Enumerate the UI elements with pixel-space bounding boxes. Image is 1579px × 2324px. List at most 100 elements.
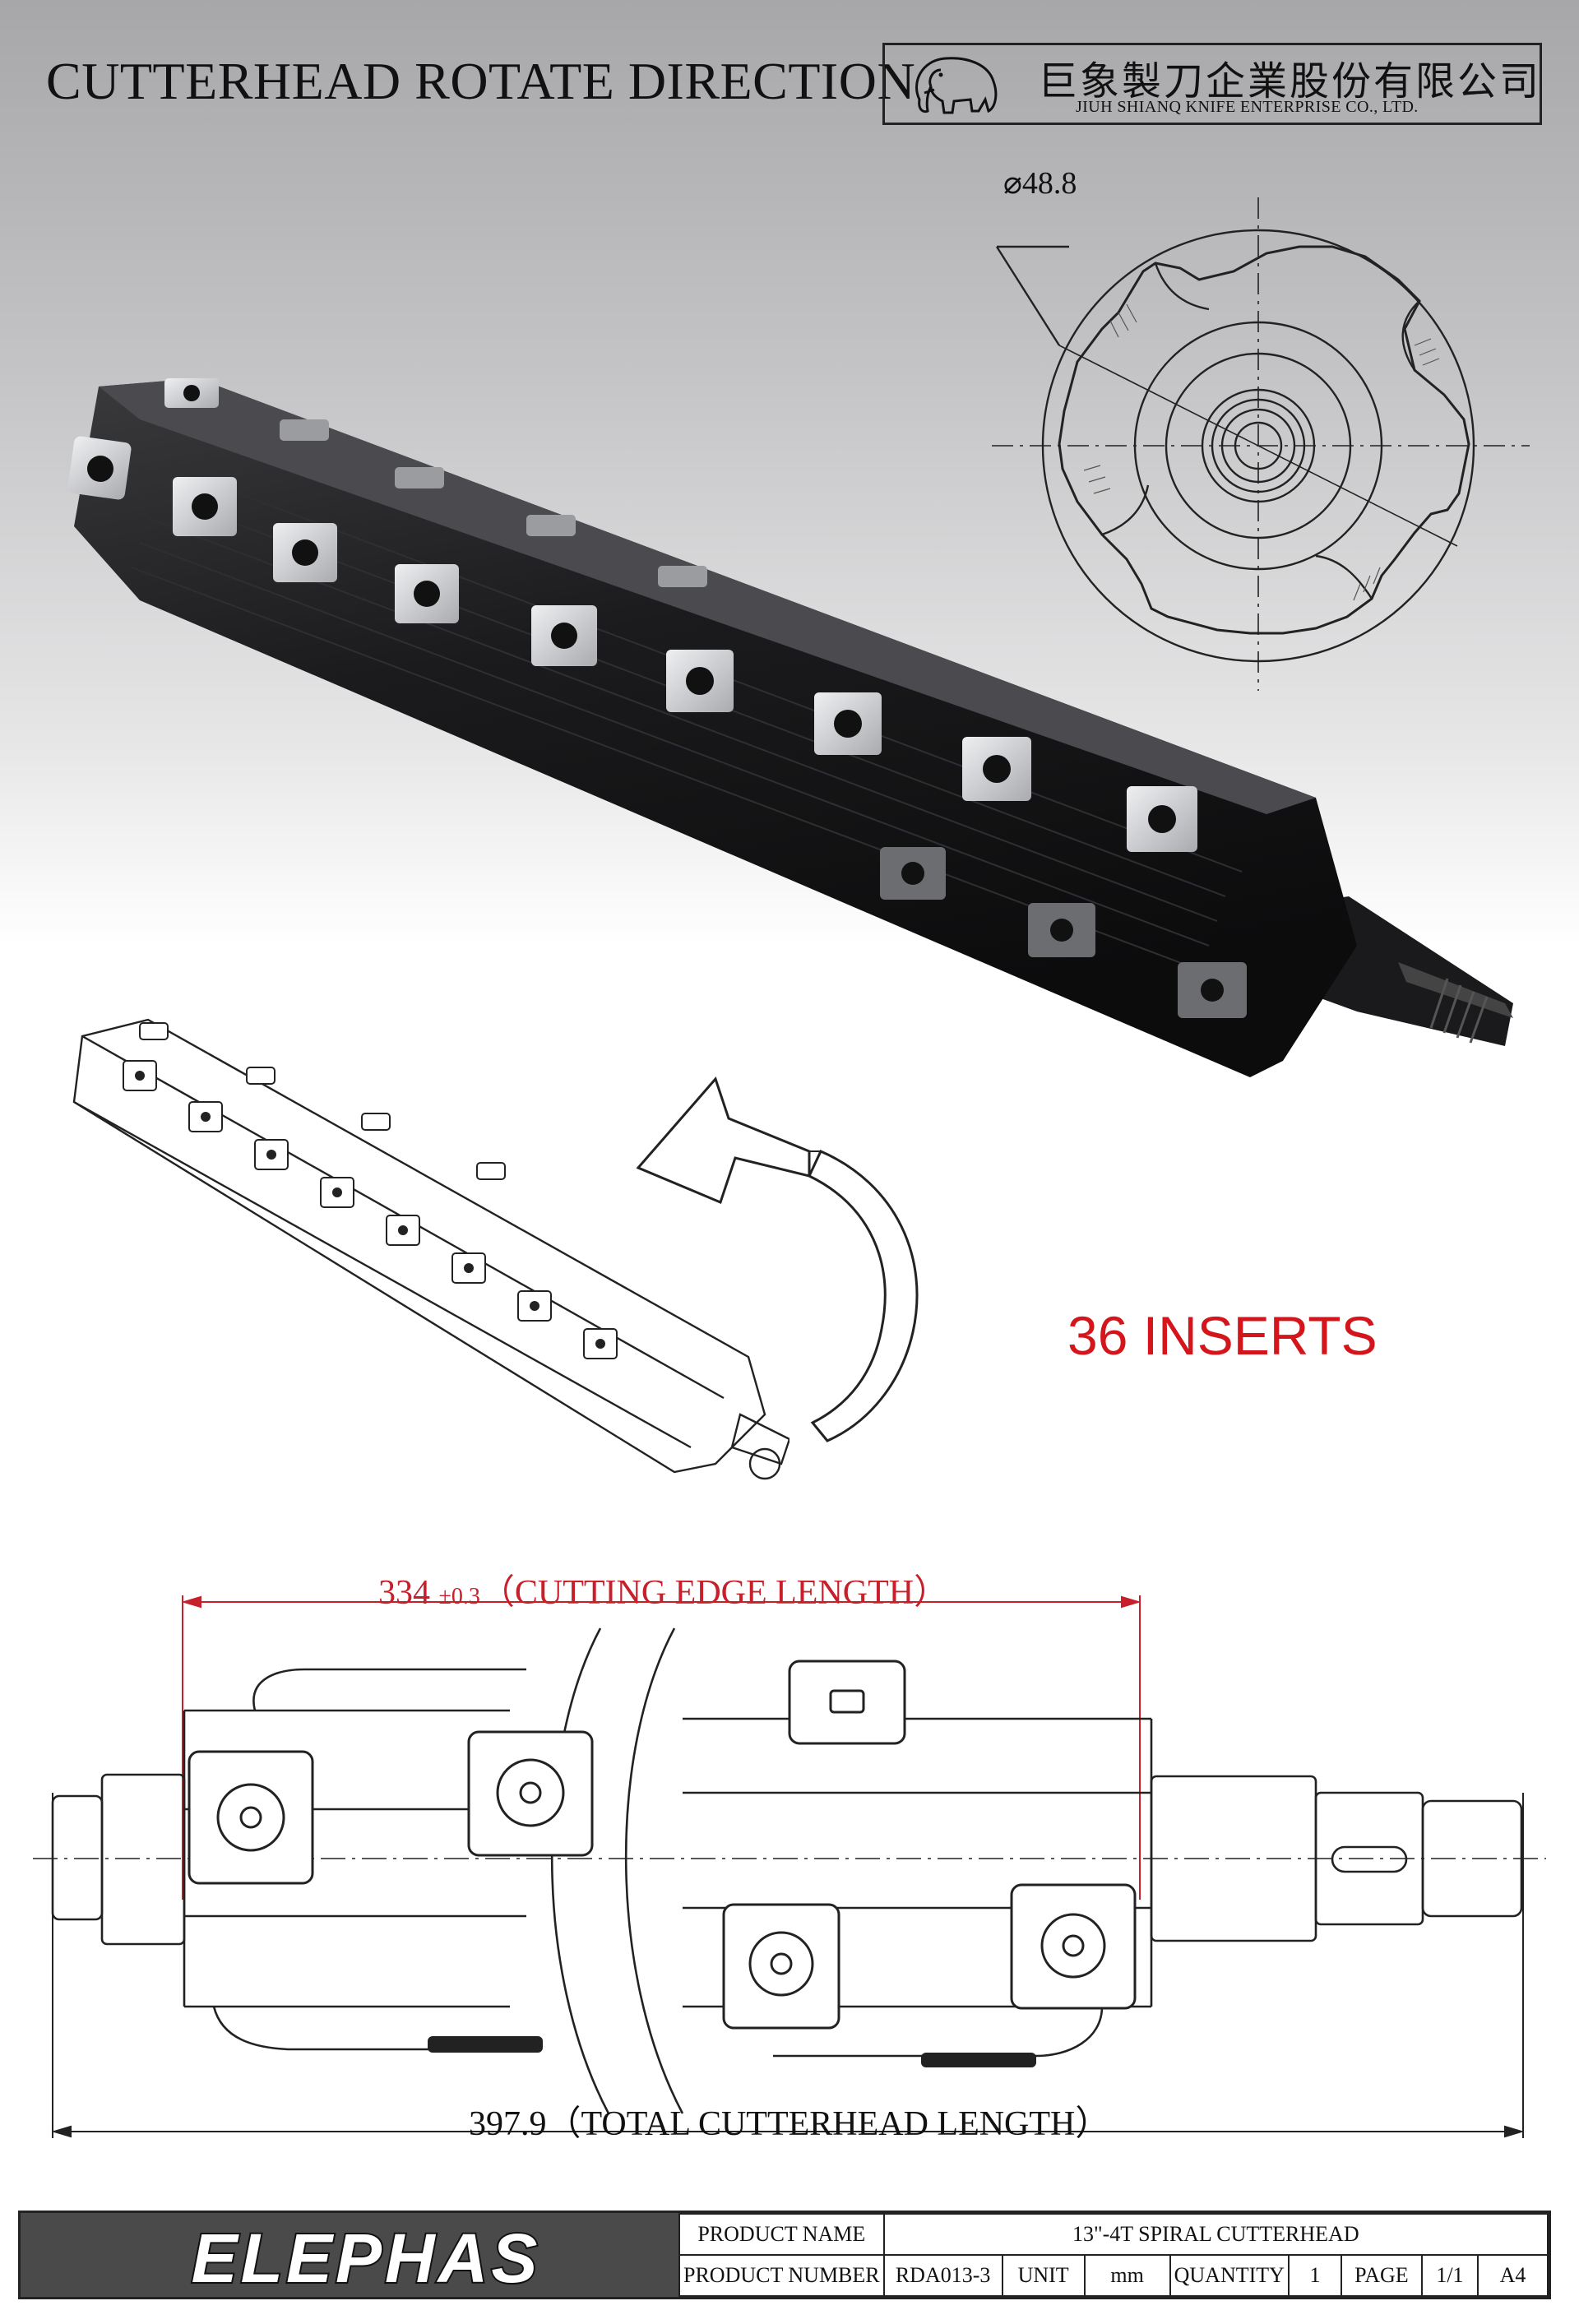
flute-1 bbox=[1154, 262, 1210, 311]
line-insert bbox=[361, 1113, 391, 1131]
line-insert bbox=[246, 1067, 276, 1085]
torx-screw-icon bbox=[292, 539, 318, 566]
cutting-dimension bbox=[181, 1595, 1141, 1900]
unit-label: UNIT bbox=[1001, 2254, 1086, 2297]
title-table: PRODUCT NAME 13"-4T SPIRAL CUTTERHEAD PR… bbox=[678, 2213, 1549, 2297]
shaft-thread bbox=[1429, 978, 1489, 1044]
cutterhead-body bbox=[74, 378, 1357, 1077]
drawing-inserts bbox=[188, 1660, 1137, 2030]
cutting-value: 334 bbox=[378, 1574, 430, 1612]
torx-screw-icon bbox=[983, 755, 1011, 783]
torx-screw-icon bbox=[770, 1952, 793, 1975]
unit-value: mm bbox=[1083, 2254, 1171, 2297]
torx-screw-icon bbox=[239, 1806, 262, 1829]
brand-cell: ELEPHAS bbox=[21, 2213, 678, 2297]
diameter-label: ⌀48.8 bbox=[1003, 166, 1077, 201]
left-body-outline bbox=[183, 1709, 510, 2008]
brand-logo: ELEPHAS bbox=[190, 2218, 541, 2294]
bottom-insert-row bbox=[880, 847, 1247, 1018]
hatch-4 bbox=[1083, 465, 1111, 494]
right-bottom-flute bbox=[773, 2006, 1104, 2058]
cross-section-view bbox=[987, 197, 1530, 691]
torx-screw-icon bbox=[901, 862, 924, 885]
hatch-3 bbox=[1353, 567, 1381, 601]
left-top-flute bbox=[252, 1668, 526, 1711]
insert bbox=[531, 605, 597, 666]
line-insert-row bbox=[123, 1022, 618, 1359]
diameter-leader-line bbox=[995, 246, 1061, 346]
rotate-direction-arrow-icon bbox=[636, 1076, 919, 1442]
insert bbox=[526, 515, 576, 536]
line-screws bbox=[135, 1071, 605, 1349]
left-shaft-end bbox=[51, 1794, 104, 1921]
insert bbox=[666, 650, 734, 712]
left-shaft-collar bbox=[100, 1773, 186, 1946]
flute-3 bbox=[1315, 554, 1373, 600]
cutterhead-render bbox=[67, 378, 1513, 1077]
line-shaft-end bbox=[748, 1447, 781, 1480]
page-value: 1/1 bbox=[1420, 2254, 1479, 2297]
page-label: PAGE bbox=[1340, 2254, 1423, 2297]
product-number-label: PRODUCT NUMBER bbox=[678, 2254, 885, 2297]
torx-screw-icon bbox=[183, 385, 200, 401]
cutting-edge-length-label: 334 ±0.3（CUTTING EDGE LENGTH） bbox=[378, 1564, 948, 1614]
drawing-insert bbox=[467, 1730, 594, 1857]
top-insert-row bbox=[164, 378, 707, 587]
torx-screw-icon bbox=[519, 1781, 542, 1804]
torx-screw-icon bbox=[192, 493, 218, 520]
line-insert bbox=[139, 1022, 169, 1040]
insert bbox=[962, 737, 1031, 801]
torx-screw-icon bbox=[829, 1689, 865, 1714]
flute-4 bbox=[1101, 484, 1150, 536]
insert bbox=[173, 477, 237, 536]
company-header-box: 巨象製刀企業股份有限公司 JIUH SHIANQ KNIFE ENTERPRIS… bbox=[882, 43, 1542, 125]
dimension-drawing bbox=[33, 1595, 1546, 2138]
left-bottom-flute bbox=[212, 2006, 526, 2051]
quantity-label: QUANTITY bbox=[1169, 2254, 1290, 2297]
total-length-label: 397.9（TOTAL CUTTERHEAD LENGTH） bbox=[469, 2105, 1110, 2143]
product-number-value: RDA013-3 bbox=[882, 2254, 1003, 2297]
torx-screw-icon bbox=[1201, 979, 1224, 1002]
torx-screw-icon bbox=[1062, 1934, 1085, 1957]
insert bbox=[1028, 903, 1095, 957]
line-shaft bbox=[730, 1413, 790, 1465]
insert bbox=[658, 566, 707, 587]
drawing-insert bbox=[188, 1750, 314, 1885]
torx-screw-icon bbox=[834, 710, 862, 738]
drawing-insert bbox=[722, 1903, 840, 2030]
line-edge-2 bbox=[73, 1100, 692, 1449]
line-insert bbox=[476, 1162, 506, 1180]
company-name-chinese: 巨象製刀企業股份有限公司 bbox=[1038, 58, 1542, 104]
quantity-value: 1 bbox=[1287, 2254, 1342, 2297]
paper-size: A4 bbox=[1476, 2254, 1549, 2297]
company-name-english: JIUH SHIANQ KNIFE ENTERPRISE CO., LTD. bbox=[1076, 98, 1419, 116]
break-line-left bbox=[550, 1627, 610, 2114]
cutting-text: （CUTTING EDGE LENGTH） bbox=[479, 1574, 949, 1612]
elephant-logo-icon bbox=[915, 57, 998, 114]
insert bbox=[280, 419, 329, 441]
title-block: ELEPHAS PRODUCT NAME 13"-4T SPIRAL CUTTE… bbox=[18, 2211, 1551, 2299]
insert bbox=[880, 847, 946, 900]
insert bbox=[395, 467, 444, 488]
hatch-1 bbox=[1109, 303, 1137, 338]
hatch-2 bbox=[1414, 338, 1440, 366]
product-name-label: PRODUCT NAME bbox=[678, 2213, 885, 2256]
cutterhead-profile bbox=[1058, 245, 1470, 635]
torx-screw-icon bbox=[686, 667, 714, 695]
torx-screw-icon bbox=[1050, 919, 1073, 942]
torx-screw-icon bbox=[414, 581, 440, 607]
torx-screw-icon bbox=[1148, 805, 1176, 833]
brand-text: ELEPHAS bbox=[192, 2220, 541, 2294]
insert bbox=[814, 692, 882, 755]
right-shaft-end bbox=[1421, 1799, 1523, 1918]
insert bbox=[1127, 786, 1197, 852]
insert bbox=[1178, 962, 1247, 1018]
keyway bbox=[1331, 1845, 1408, 1873]
insert bbox=[395, 564, 459, 623]
insert bbox=[164, 378, 219, 408]
page-title: CUTTERHEAD ROTATE DIRECTION bbox=[46, 52, 916, 110]
bottom-slots bbox=[428, 2036, 1036, 2067]
drawing-insert bbox=[1010, 1883, 1137, 2010]
product-name-value: 13"-4T SPIRAL CUTTERHEAD bbox=[882, 2213, 1549, 2256]
inserts-count-label: 36 INSERTS bbox=[1067, 1305, 1378, 1366]
